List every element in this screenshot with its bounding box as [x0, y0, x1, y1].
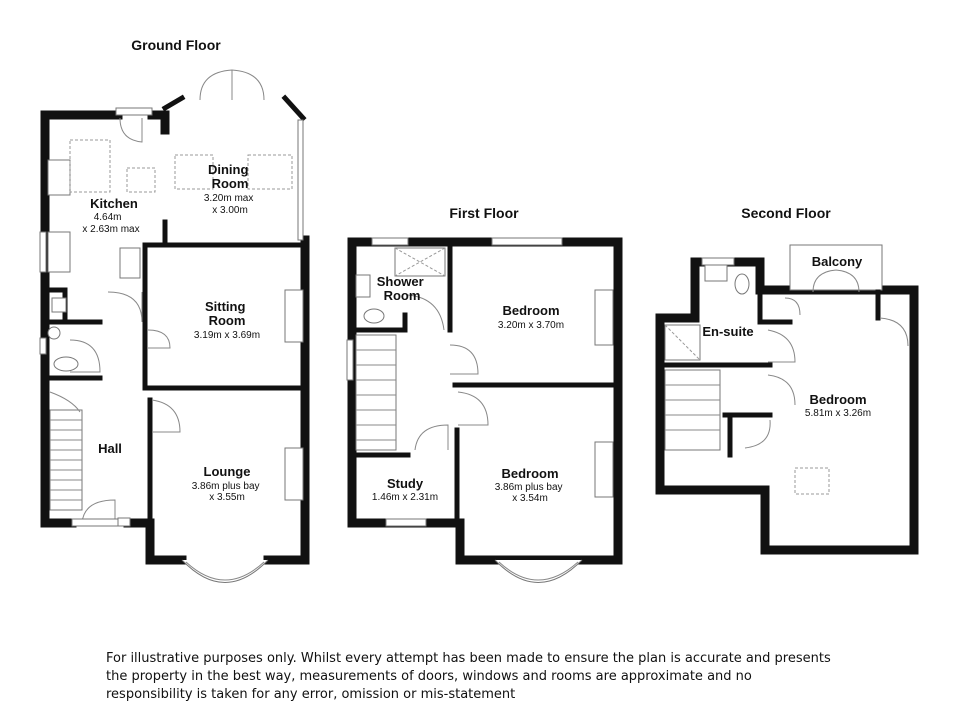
room-dims-lounge: 3.86m plus bay x 3.55m — [192, 481, 263, 503]
room-label-ensuite: En-suite — [702, 324, 753, 339]
room-label-bedroom-rear: Bedroom — [502, 303, 559, 318]
first-floor-title: First Floor — [449, 205, 519, 221]
room-dims-sitting: 3.19m x 3.69m — [194, 330, 260, 341]
room-label-sitting: Sitting Room — [205, 299, 249, 328]
room-dims-dining: 3.20m max x 3.00m — [204, 193, 256, 216]
room-dims-study: 1.46m x 2.31m — [372, 492, 438, 503]
ground-exterior-wall-front — [123, 518, 187, 565]
room-label-bedroom-second: Bedroom — [809, 392, 866, 407]
balcony-doors — [812, 269, 860, 293]
room-label-shower: Shower Room — [377, 274, 428, 303]
room-dims-kitchen: 4.64m x 2.63m max — [82, 212, 139, 235]
bedroom-bay-window — [494, 559, 583, 583]
room-dims-bedroom-rear: 3.20m x 3.70m — [498, 320, 564, 331]
room-label-study: Study — [387, 476, 424, 491]
room-label-dining: Dining Room — [208, 162, 252, 191]
lounge-bay-window — [181, 559, 269, 583]
disclaimer-line: For illustrative purposes only. Whilst e… — [106, 651, 831, 666]
disclaimer-line: the property in the best way, measuremen… — [106, 669, 752, 684]
second-floor-title: Second Floor — [741, 205, 831, 221]
room-dims-bedroom-front: 3.86m plus bay x 3.54m — [495, 482, 566, 504]
room-label-kitchen: Kitchen — [90, 196, 138, 211]
ground-exterior-wall-bay-right — [263, 235, 310, 565]
ground-exterior-wall-rear — [147, 110, 170, 135]
first-floor-plan — [346, 237, 623, 583]
ground-floor-title: Ground Floor — [131, 37, 221, 53]
second-floor-plan — [655, 244, 919, 555]
room-label-bedroom-front: Bedroom — [501, 466, 558, 481]
room-dims-bedroom-second: 5.81m x 3.26m — [805, 408, 871, 419]
second-exterior-wall-left — [655, 257, 919, 555]
room-label-lounge: Lounge — [204, 464, 251, 479]
ground-exterior-wall-left — [40, 110, 123, 528]
ground-floor-plan — [39, 69, 310, 583]
room-label-balcony: Balcony — [812, 254, 863, 269]
disclaimer-line: responsibility is taken for any error, o… — [106, 687, 516, 702]
disclaimer-text: For illustrative purposes only. Whilst e… — [106, 650, 846, 704]
room-label-hall: Hall — [98, 441, 122, 456]
